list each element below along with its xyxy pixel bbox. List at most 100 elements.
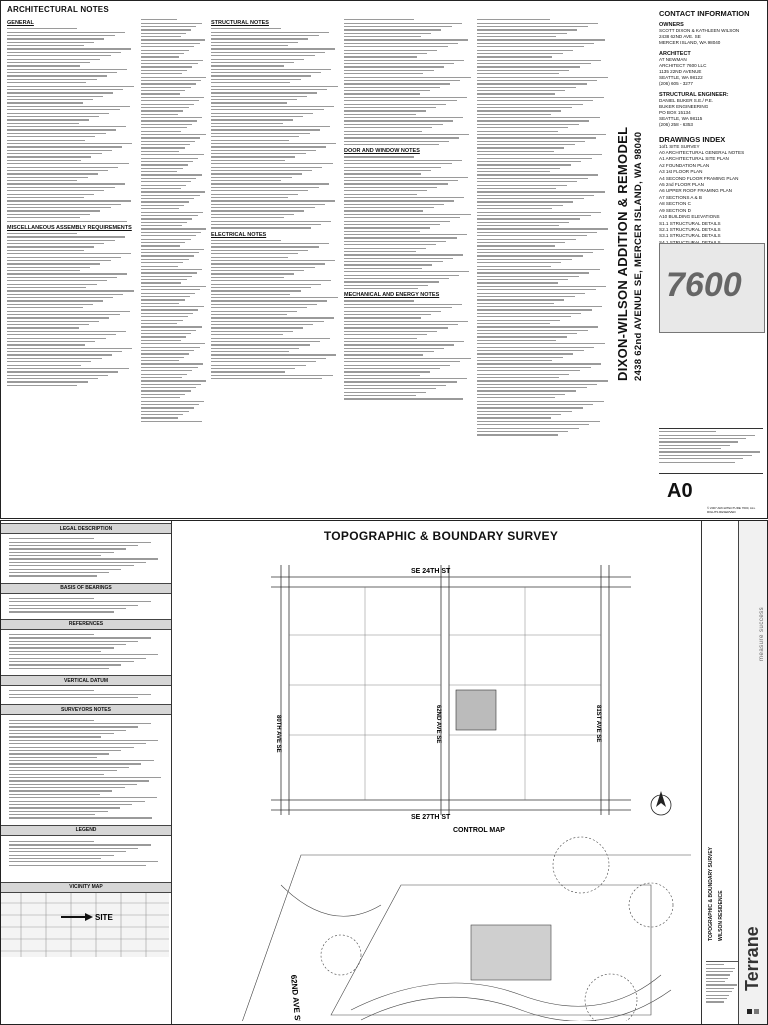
fine-print-line [9, 561, 147, 563]
fine-print-line [7, 51, 121, 53]
fine-print-line [141, 262, 184, 264]
fine-print-line [9, 726, 139, 728]
fine-print-line [477, 201, 574, 203]
fine-print-line [211, 293, 291, 295]
fine-print-line [141, 137, 201, 139]
fine-print-line [477, 356, 563, 358]
revision-lines [659, 431, 763, 463]
fine-print-line [9, 733, 114, 735]
notes-text-2 [141, 19, 207, 422]
fine-print-line [344, 310, 442, 312]
fine-print-line [477, 69, 570, 71]
info-line: BUKER ENGINEERING [659, 103, 709, 109]
fine-print-line [344, 190, 428, 192]
info-line: A7 SECTIONS A & B [659, 194, 702, 200]
project-title-vertical: DIXON-WILSON ADDITION & REMODEL 2438 62n… [613, 3, 653, 383]
fine-print-line [9, 746, 134, 748]
fine-print-line [477, 29, 578, 31]
fine-print-line [477, 316, 571, 318]
fine-print-line [477, 79, 598, 82]
fine-print-line [477, 93, 555, 95]
fine-print-line [211, 48, 336, 50]
fine-print-line [9, 541, 151, 543]
fine-print-line [9, 565, 134, 567]
fine-print-line [344, 254, 464, 256]
fine-print-line [7, 109, 120, 111]
fine-print-line [706, 997, 727, 1000]
fine-print-line [9, 568, 122, 570]
fine-print-line [344, 59, 465, 61]
fine-print-line [477, 228, 608, 230]
fine-print-line [344, 288, 419, 290]
fine-print-line [9, 544, 139, 547]
sheet-number-box: A0 © 2007 ARCHITECTURE 7600, ALL RIGHTS … [659, 473, 763, 514]
fine-print-line [344, 133, 470, 136]
fine-print-line [211, 327, 304, 329]
fine-print-line [7, 38, 105, 40]
fine-print-line [211, 102, 287, 104]
fine-print-line [477, 218, 580, 220]
fine-print-line [344, 186, 438, 188]
fine-print-line [477, 279, 569, 281]
fine-print-line [477, 400, 604, 402]
fine-print-line [141, 228, 207, 230]
fine-print-line [7, 193, 95, 195]
fine-print-line [211, 159, 286, 161]
fine-print-line [477, 225, 559, 227]
fine-print-line [9, 844, 151, 846]
fine-print-line [9, 555, 102, 557]
fine-print-line [477, 221, 570, 223]
fine-print-line [211, 82, 291, 84]
fine-print-line [344, 76, 471, 78]
fine-print-line [477, 103, 583, 105]
fine-print-line [344, 230, 420, 232]
fine-print-line [344, 127, 433, 129]
fine-print-line [141, 160, 194, 163]
fine-print-line [477, 252, 594, 254]
fine-print-line [141, 272, 198, 274]
fine-print-line [141, 268, 203, 271]
fine-print-line [141, 66, 193, 68]
fine-print-line [7, 220, 128, 222]
fine-print-line [477, 96, 604, 98]
fine-print-line [7, 249, 84, 251]
fine-print-line [477, 137, 596, 139]
fine-print-line [477, 194, 595, 196]
fine-print-line [477, 414, 562, 416]
fine-print-line [211, 153, 306, 155]
fine-print-line [7, 28, 78, 30]
fine-print-line [477, 100, 594, 102]
notes-text-4a [344, 19, 472, 146]
fine-print-line [141, 113, 178, 115]
fine-print-line [477, 117, 600, 119]
fine-print-line [141, 356, 184, 358]
fine-print-line [211, 34, 319, 37]
fine-print-line [344, 22, 462, 24]
fine-print-line [9, 604, 139, 606]
info-line: (206) 605 - 3277 [659, 81, 693, 87]
fine-print-line [477, 319, 561, 321]
fine-print-line [7, 129, 116, 131]
fine-print-line [141, 306, 204, 308]
fine-print-line [477, 90, 566, 92]
fine-print-line [477, 63, 591, 65]
basis-bearings-heading: BASIS OF BEARINGS [1, 582, 171, 594]
fine-print-line [9, 773, 105, 775]
fine-print-line [211, 297, 338, 299]
fine-print-line [344, 334, 428, 336]
fine-print-line [141, 225, 182, 227]
fine-print-line [7, 196, 84, 199]
fine-print-line [141, 147, 185, 149]
fine-print-line [211, 78, 301, 80]
fine-print-line [9, 790, 113, 792]
fine-print-line [477, 19, 550, 21]
fine-print-line [141, 302, 180, 304]
firm-logo-icon [747, 1009, 752, 1014]
fine-print-line [211, 183, 329, 185]
fine-print-line [9, 654, 159, 656]
fine-print-line [9, 571, 110, 574]
fine-print-line [141, 69, 188, 71]
info-line: A2 FOUNDATION PLAN [659, 162, 710, 168]
fine-print-line [141, 285, 206, 287]
fine-print-line [7, 34, 115, 37]
